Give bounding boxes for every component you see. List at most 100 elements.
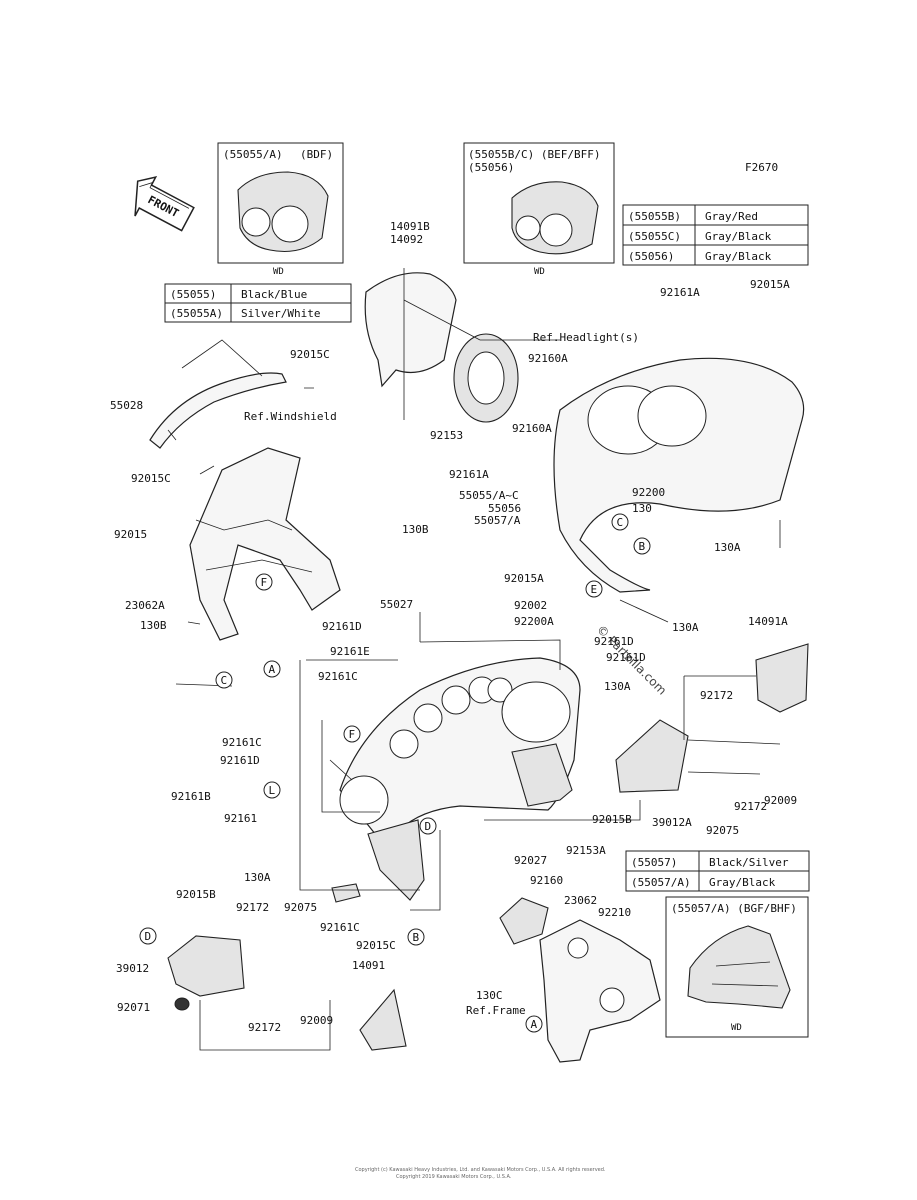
callout-group: A A B B C C D D E F F L — [139, 513, 651, 1033]
part-label: 92160A — [528, 352, 568, 365]
part-illustrations — [149, 272, 809, 1063]
inset-title: (55055/A) — [223, 148, 283, 161]
footer-line: Copyright (c) Kawasaki Heavy Industries,… — [355, 1167, 606, 1173]
part-label: 39012 — [116, 962, 149, 975]
svg-text:C: C — [221, 674, 228, 687]
inset-model: (BDF) — [300, 148, 333, 161]
part-label: 92161C — [318, 670, 358, 683]
part-label: 55028 — [110, 399, 143, 412]
color-name: Gray/Red — [705, 210, 758, 223]
part-label: 130 — [632, 502, 652, 515]
inset-model: (55056) — [468, 161, 514, 174]
part-label: 92161A — [449, 468, 489, 481]
callout-d: D — [419, 817, 437, 835]
inset-55055-bdf: (55055/A) (BDF) WD — [217, 142, 344, 277]
part-label: 14091A — [748, 615, 788, 628]
part-label: 92200A — [514, 615, 554, 628]
inset-caption: WD — [273, 267, 284, 277]
part-label: 92015C — [356, 939, 396, 952]
part-label: 92161C — [222, 736, 262, 749]
svg-text:A: A — [531, 1018, 538, 1031]
part-label-group: 14091B14092Ref.Headlight(s)92160A92161A9… — [110, 220, 797, 1034]
part-label: 130A — [244, 871, 271, 884]
color-code: (55057) — [631, 856, 677, 869]
part-label: 92161E — [330, 645, 370, 658]
part-label: 92161C — [320, 921, 360, 934]
callout-a: A — [263, 660, 281, 678]
part-label: 92153A — [566, 844, 606, 857]
part-label: 92015B — [176, 888, 216, 901]
color-code: (55055A) — [170, 307, 223, 320]
part-label: 92015 — [114, 528, 147, 541]
callout-e: E — [585, 580, 603, 598]
svg-text:C: C — [617, 516, 624, 529]
inset-title: (55055B/C) (BEF/BFF) — [468, 148, 600, 161]
svg-text:D: D — [145, 930, 152, 943]
part-label: Ref.Windshield — [244, 410, 337, 423]
part-label: 23062 — [564, 894, 597, 907]
part-label: 14092 — [390, 233, 423, 246]
part-label: 14091B — [390, 220, 430, 233]
color-code: (55055) — [170, 288, 216, 301]
part-label: 55056 — [488, 502, 521, 515]
color-table: (55057)Black/Silver(55057/A)Gray/Black — [625, 850, 810, 892]
callout-d: D — [139, 927, 157, 945]
color-code: (55057/A) — [631, 876, 691, 889]
svg-text:B: B — [413, 931, 420, 944]
part-label: 130A — [604, 680, 631, 693]
front-arrow-icon: FRONT — [134, 176, 195, 232]
color-code: (55055C) — [628, 230, 681, 243]
part-label: Ref.Frame — [466, 1004, 526, 1017]
part-label: 92161D — [606, 651, 646, 664]
part-label: 92009 — [300, 1014, 333, 1027]
svg-text:L: L — [269, 784, 276, 797]
part-label: 92161D — [322, 620, 362, 633]
svg-text:A: A — [269, 663, 276, 676]
part-label: 92161B — [171, 790, 211, 803]
svg-text:E: E — [591, 583, 598, 596]
part-label: 92075 — [284, 901, 317, 914]
inset-title: (55057/A) (BGF/BHF) — [671, 902, 797, 915]
part-label: 130C — [476, 989, 503, 1002]
part-label: 92015C — [131, 472, 171, 485]
part-label: 92015C — [290, 348, 330, 361]
diagram-code: F2670 — [745, 161, 778, 174]
part-label: 92015A — [750, 278, 790, 291]
part-label: 92153 — [430, 429, 463, 442]
part-label: 23062A — [125, 599, 165, 612]
inset-caption: WD — [731, 1023, 742, 1033]
part-label: 92071 — [117, 1001, 150, 1014]
callout-f: F — [343, 725, 361, 743]
inset-caption: WD — [534, 267, 545, 277]
part-label: 130B — [402, 523, 429, 536]
callout-l: L — [263, 781, 281, 799]
part-label: 130B — [140, 619, 167, 632]
color-name: Black/Blue — [241, 288, 307, 301]
part-label: 92172 — [248, 1021, 281, 1034]
part-label: 92160A — [512, 422, 552, 435]
part-label: 92161 — [224, 812, 257, 825]
svg-text:B: B — [639, 540, 646, 553]
color-table: (55055) Black/Blue (55055A) Silver/White — [164, 283, 352, 323]
callout-c: C — [611, 513, 629, 531]
color-name: Black/Silver — [709, 856, 789, 869]
part-label: 130A — [672, 621, 699, 634]
svg-text:F: F — [349, 728, 356, 741]
part-label: 92172 — [236, 901, 269, 914]
part-label: 92160 — [530, 874, 563, 887]
part-label: 92015B — [592, 813, 632, 826]
callout-f: F — [255, 573, 273, 591]
callout-b: B — [407, 928, 425, 946]
part-label: 92172 — [734, 800, 767, 813]
part-label: 14091 — [352, 959, 385, 972]
part-label: 92161D — [220, 754, 260, 767]
part-label: 92009 — [764, 794, 797, 807]
color-name: Silver/White — [241, 307, 320, 320]
part-label: 92200 — [632, 486, 665, 499]
part-label: Ref.Headlight(s) — [533, 331, 639, 344]
part-label: 92161D — [594, 635, 634, 648]
color-table: (55055B)Gray/Red(55055C)Gray/Black(55056… — [622, 204, 809, 266]
part-label: 92210 — [598, 906, 631, 919]
footer-line: Copyright 2019 Kawasaki Motors Corp., U.… — [396, 1174, 512, 1180]
leader-lines — [167, 268, 781, 1051]
